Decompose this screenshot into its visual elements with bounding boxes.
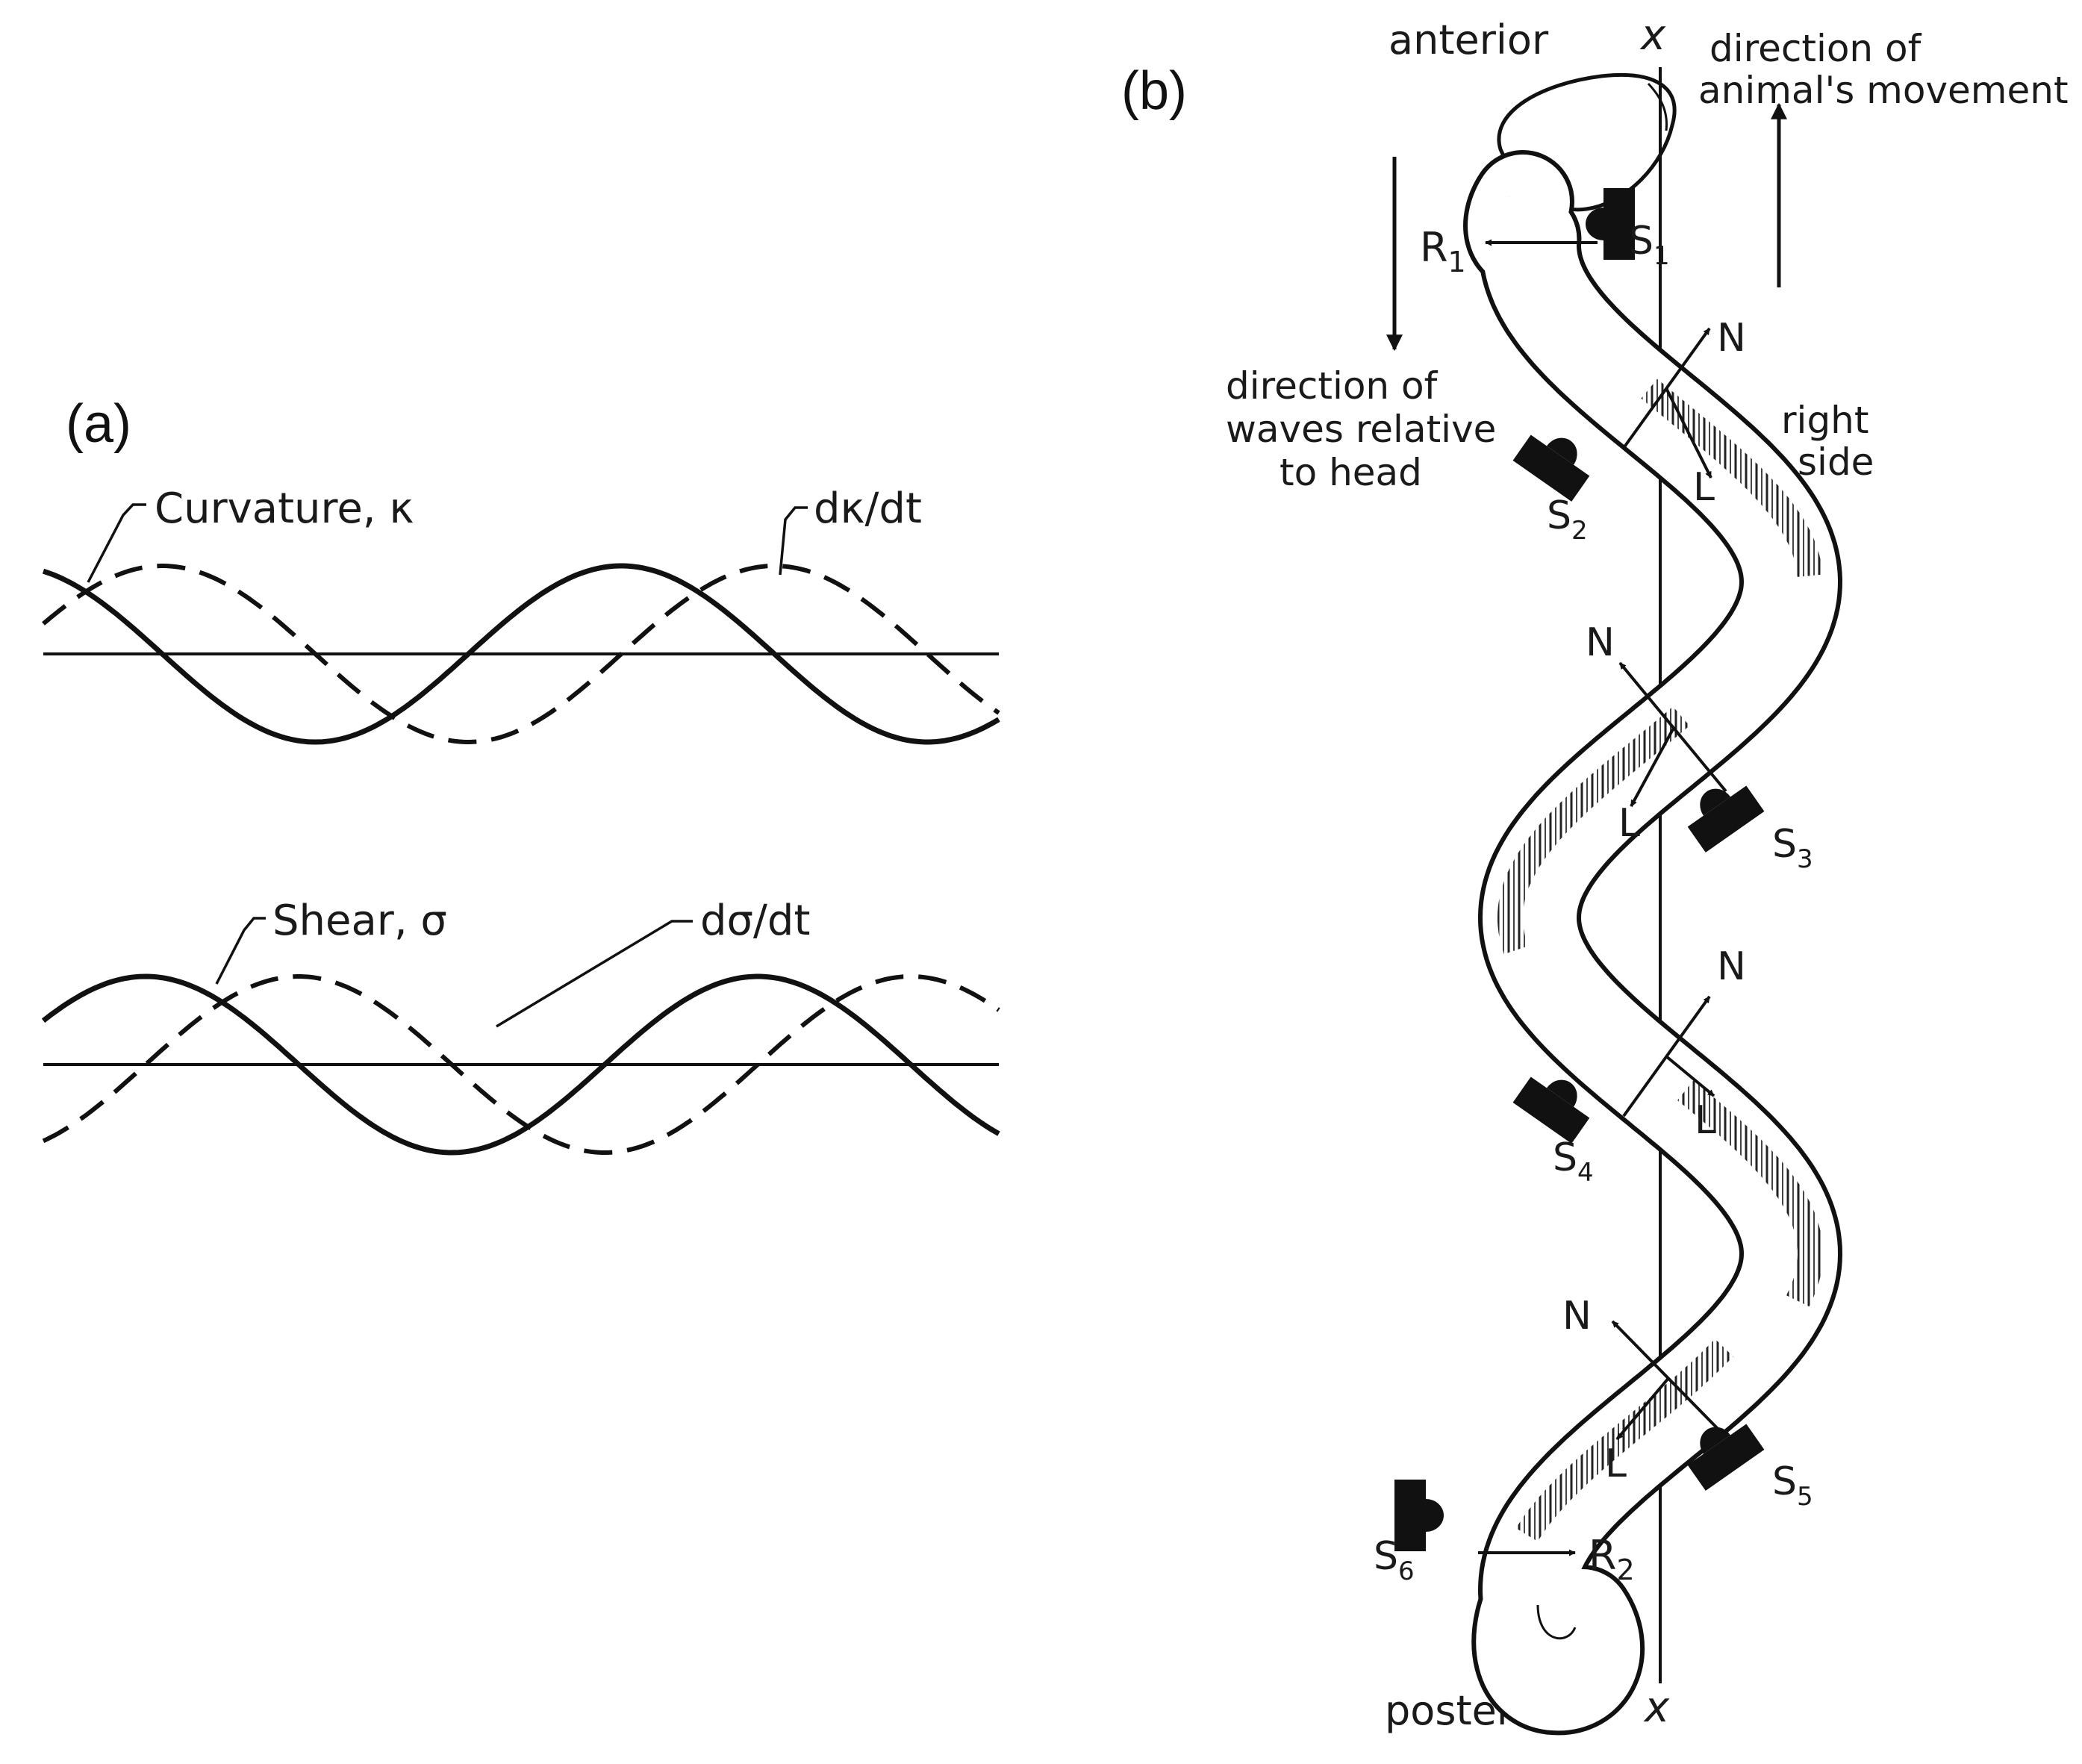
sensor-block-1 [1586,188,1635,260]
normal-label-2: N [1586,620,1615,665]
hatch-band-1 [1641,378,1823,577]
sensor-label-2: S2 [1547,493,1588,546]
movement-label-line2: animal's movement [1698,69,2069,112]
lateral-vector-2 [1630,727,1675,807]
curvature-curve [42,563,1000,745]
right-side-line2: side [1798,440,1874,484]
bottom-wave-plot: Shear, σ dσ/dt [41,897,1000,1156]
shear-rate-label: dσ/dt [700,897,810,945]
sensor-block-2 [1512,434,1590,502]
shear-rate-curve [42,973,1000,1155]
hatch-band-3 [1677,1080,1824,1307]
hatch-band-4 [1515,1338,1733,1542]
sensor-label-6: S6 [1374,1534,1415,1586]
waves-label-line1: direction of [1226,364,1439,408]
curvature-label: Curvature, κ [155,484,414,533]
shear-leader [215,917,266,985]
hatch-band-2 [1497,706,1690,955]
shear-label: Shear, σ [272,897,447,945]
shear-rate-leader [496,920,693,1028]
tail-detail [1536,1604,1577,1640]
right-side-line1: right [1781,399,1868,442]
lateral-vector-4 [1615,1376,1671,1441]
sensor-label-1: S1 [1629,219,1670,271]
waves-label-line2: waves relative [1226,408,1496,451]
lateral-label-3: L [1695,1098,1716,1143]
normal-label-4: N [1562,1294,1592,1338]
sensor-label-4: S4 [1553,1135,1594,1188]
head-shading [1647,82,1668,131]
sensor-label-3: S3 [1772,822,1813,874]
panel-b: (b) anterior posterior x x direction of … [1121,11,2069,1736]
panel-a-label: (a) [66,394,131,454]
top-wave-plot: Curvature, κ dκ/dt [42,484,1000,745]
axis-mark-bottom: x [1643,1683,1670,1732]
shear-curve [41,973,1000,1156]
anterior-label: anterior [1388,16,1549,63]
force-vectors [1478,239,1727,1556]
curvature-rate-curve [42,563,1000,744]
lateral-vector-3 [1665,1055,1715,1097]
sensor-block-3 [1687,785,1765,853]
curvature-rate-leader [779,506,808,576]
movement-label-line1: direction of [1709,27,1922,70]
curvature-rate-label: dκ/dt [814,484,922,533]
normal-label-1: N [1717,316,1746,361]
panel-a: (a) Curvature, κ dκ/dt Shear, σ dσ/dt [41,394,1000,1156]
sensor-block-4 [1512,1076,1590,1144]
sensor-blocks [1394,188,1765,1551]
axis-mark-top: x [1639,11,1666,60]
normal-vector-2 [1618,661,1727,793]
lateral-label-4: L [1605,1442,1627,1486]
sensor-block-6 [1394,1480,1444,1551]
reaction-label-1: R1 [1420,224,1466,278]
lateral-label-1: L [1693,465,1715,510]
lateral-vector-1 [1665,387,1712,479]
normal-label-3: N [1717,944,1746,989]
reaction-label-2: R2 [1589,1532,1635,1586]
waves-label-line3: to head [1280,451,1422,494]
lateral-label-2: L [1618,801,1640,846]
curvature-leader [87,503,146,583]
sensor-label-5: S5 [1772,1459,1813,1512]
panel-b-label: (b) [1121,61,1187,121]
contact-hatching [1497,378,1824,1542]
